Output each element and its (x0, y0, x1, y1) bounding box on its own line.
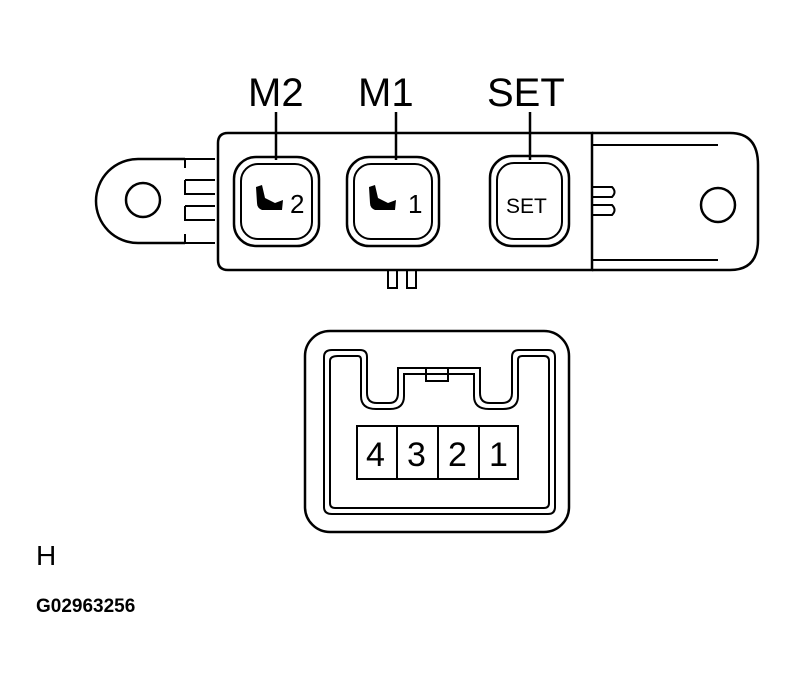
left-mounting-tab (94, 157, 215, 245)
set-button[interactable]: SET (488, 154, 571, 248)
bottom-pins (387, 270, 417, 289)
pin-1: 1 (489, 436, 508, 474)
mount-hole-left (124, 181, 162, 219)
switch-body (216, 131, 594, 272)
callout-set: SET (487, 71, 565, 115)
pin-3: 3 (407, 436, 426, 474)
right-mounting-tab (592, 131, 760, 272)
callout-m1: M1 (358, 71, 414, 115)
m2-button[interactable]: 2 (232, 155, 321, 248)
figure-code: G02963256 (36, 596, 136, 617)
m2-button-number: 2 (290, 189, 304, 219)
pin-4: 4 (366, 436, 385, 474)
m1-button[interactable]: 1 (345, 155, 441, 248)
seat-icon (369, 185, 396, 210)
m1-button-number: 1 (408, 189, 422, 219)
pin-2: 2 (448, 436, 467, 474)
seat-icon (256, 185, 283, 210)
mount-hole-right (699, 186, 737, 224)
connector-key (425, 367, 449, 382)
connector-face: 4 3 2 1 (303, 329, 571, 534)
callout-m2: M2 (248, 71, 304, 115)
set-button-label: SET (506, 195, 547, 218)
view-label: H (36, 540, 57, 571)
